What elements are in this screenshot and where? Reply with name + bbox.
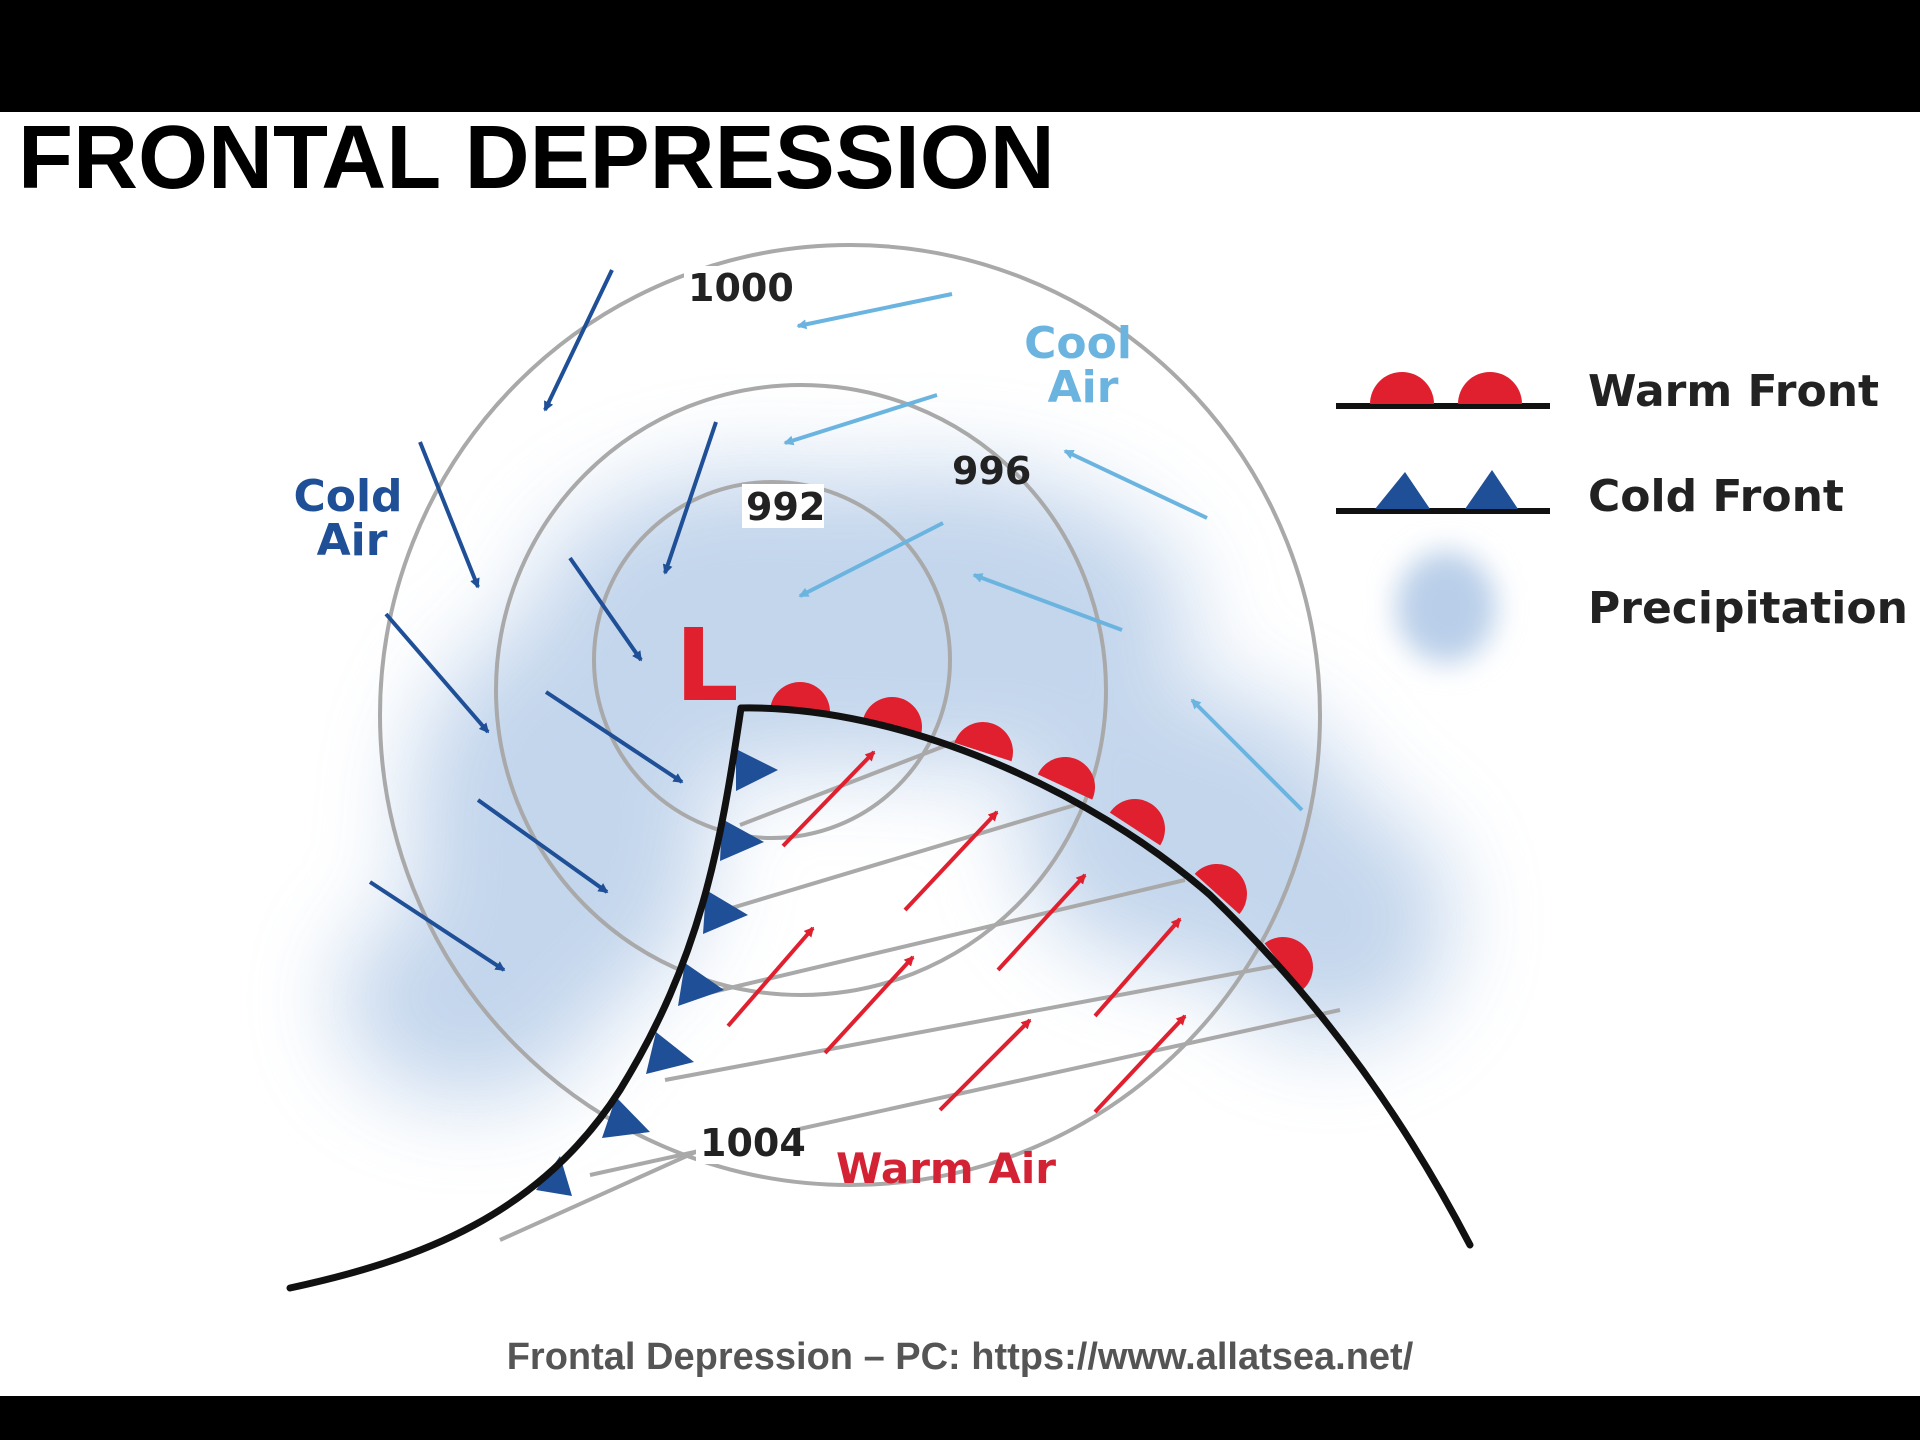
warm-front-bump [954,722,1013,762]
warm-front-bump [1194,864,1247,915]
cool-air-label-line2: Air [1048,362,1119,413]
cool-arrow [798,521,944,598]
warm-arrow [1093,917,1182,1018]
cold-arrow [543,269,614,412]
warm-arrow [1093,1014,1187,1114]
warm-arrow [996,873,1087,972]
cold-front-triangle [720,819,764,861]
cool-arrow [1190,698,1304,812]
isobar-label-1000: 1000 [688,266,794,310]
warm-front-symbols [770,682,1313,991]
warm-front-bump [1264,937,1313,991]
cool-arrow [1063,449,1208,520]
warm-arrow [781,750,876,848]
cold-arrow [418,441,480,589]
legend-warm-front-label: Warm Front [1588,366,1879,417]
warm-air-arrows [726,750,1187,1114]
isobar-label-1004: 1004 [700,1121,806,1165]
legend-cold-front-symbol [1336,470,1550,514]
cold-front-triangle [536,1156,572,1196]
cold-air-arrows [368,269,718,972]
isobar-label-996: 996 [952,449,1031,493]
cold-arrow [544,690,684,784]
legend-warm-front-symbol [1336,372,1550,409]
warm-air-label: Warm Air [836,1144,1056,1193]
isobar-label-992: 992 [746,485,825,529]
cold-arrow [368,880,506,972]
cold-front-triangle [678,963,724,1006]
bottom-black-bar [0,1396,1920,1440]
warm-sector-hatching [499,738,1341,1242]
warm-arrow [938,1018,1032,1112]
cold-front-line [286,704,745,1292]
cool-air-arrows [783,292,1304,812]
warm-front-bump [1037,757,1095,800]
warm-arrow [823,955,915,1055]
legend-cold-front-label: Cold Front [1588,471,1844,522]
cool-arrow [783,393,938,446]
image-caption: Frontal Depression – PC: https://www.all… [506,1336,1414,1378]
cool-arrow [796,292,953,330]
cold-front-triangle [602,1097,650,1138]
legend-precipitation-swatch [1396,551,1496,663]
cold-front-symbols [536,749,778,1196]
legend-precipitation-label: Precipitation [1588,583,1908,634]
cold-front-triangle [736,749,778,791]
cool-arrow [972,573,1123,632]
warm-front-bump [1109,799,1165,846]
top-black-bar [0,0,1920,112]
cold-air-label-line2: Air [317,515,388,566]
isobar-1000 [378,243,1322,1187]
low-pressure-label: L [675,607,739,724]
isobar-992 [592,480,952,840]
cold-arrow [476,798,609,894]
warm-arrow [726,926,815,1028]
page-title: FRONTAL DEPRESSION [18,108,1055,208]
cool-air-label-line1: Cool [1024,318,1132,369]
cold-front-triangle [646,1032,694,1074]
cold-arrow [384,612,490,734]
warm-arrow [903,810,999,912]
cold-front-triangle [703,890,748,934]
precipitation-area [340,470,1450,1100]
warm-front-line [737,704,1474,1249]
cold-arrow [662,421,718,575]
legend: Warm Front Cold Front Precipitation [1336,366,1908,663]
isobar-996 [494,383,1108,997]
isobars [378,243,1322,1187]
cold-arrow [568,556,643,662]
cold-air-label-line1: Cold [293,471,402,522]
